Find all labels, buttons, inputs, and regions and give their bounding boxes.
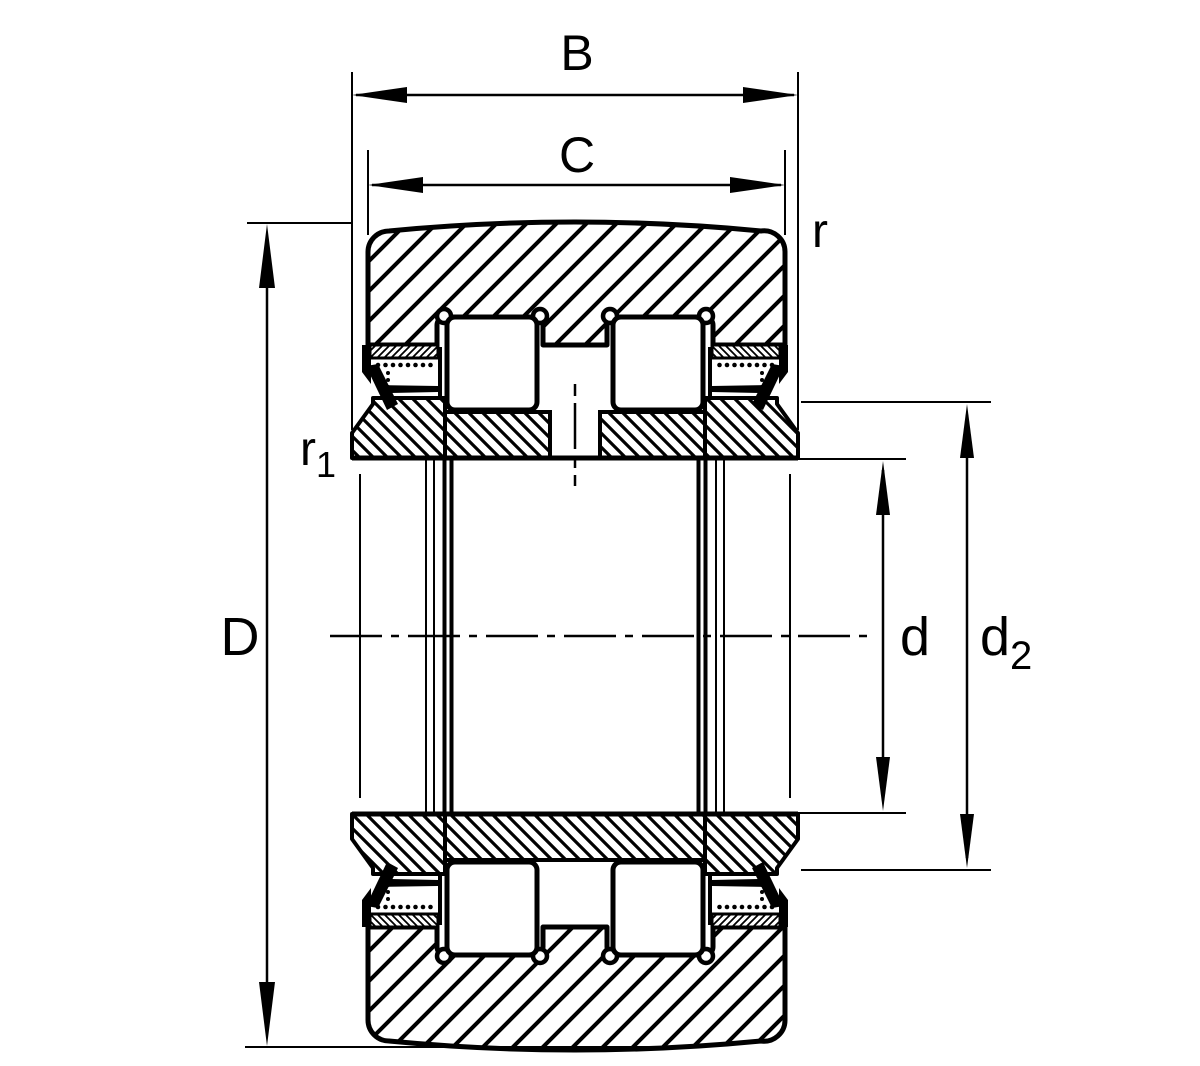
rollers — [444, 314, 706, 958]
inner-ring-top-right-half — [598, 410, 707, 460]
dimension-label-B: B — [560, 25, 593, 81]
dimension-label-d: d — [900, 607, 930, 667]
dimension-label-C: C — [559, 127, 595, 183]
dimension-label-d2-sub: 2 — [1010, 634, 1032, 678]
dimension-D: D — [221, 222, 698, 1048]
dimension-label-r1-sub: 1 — [316, 444, 336, 485]
inner-ring-bottom-band — [443, 812, 707, 862]
inner-ring-top-left-half — [443, 410, 552, 460]
outer-ring-top-section — [365, 219, 788, 348]
roller-bottom-right — [610, 859, 706, 958]
dimension-label-r: r — [812, 205, 828, 258]
dimension-label-D: D — [221, 607, 260, 667]
roller-top-left — [444, 314, 540, 413]
dimension-label-r1: r1 — [300, 423, 336, 485]
roller-top-right — [610, 314, 706, 413]
dimension-B: B — [351, 25, 799, 430]
dimension-d: d — [798, 458, 930, 814]
dimension-d2: d2 — [801, 401, 1032, 871]
dimension-label-r1-base: r — [300, 423, 316, 476]
outer-ring-bottom-section — [365, 924, 788, 1053]
dimension-C: C — [367, 127, 786, 235]
dimension-label-d2-base: d — [980, 607, 1010, 667]
roller-bottom-left — [444, 859, 540, 958]
dimension-label-d2: d2 — [980, 607, 1032, 678]
